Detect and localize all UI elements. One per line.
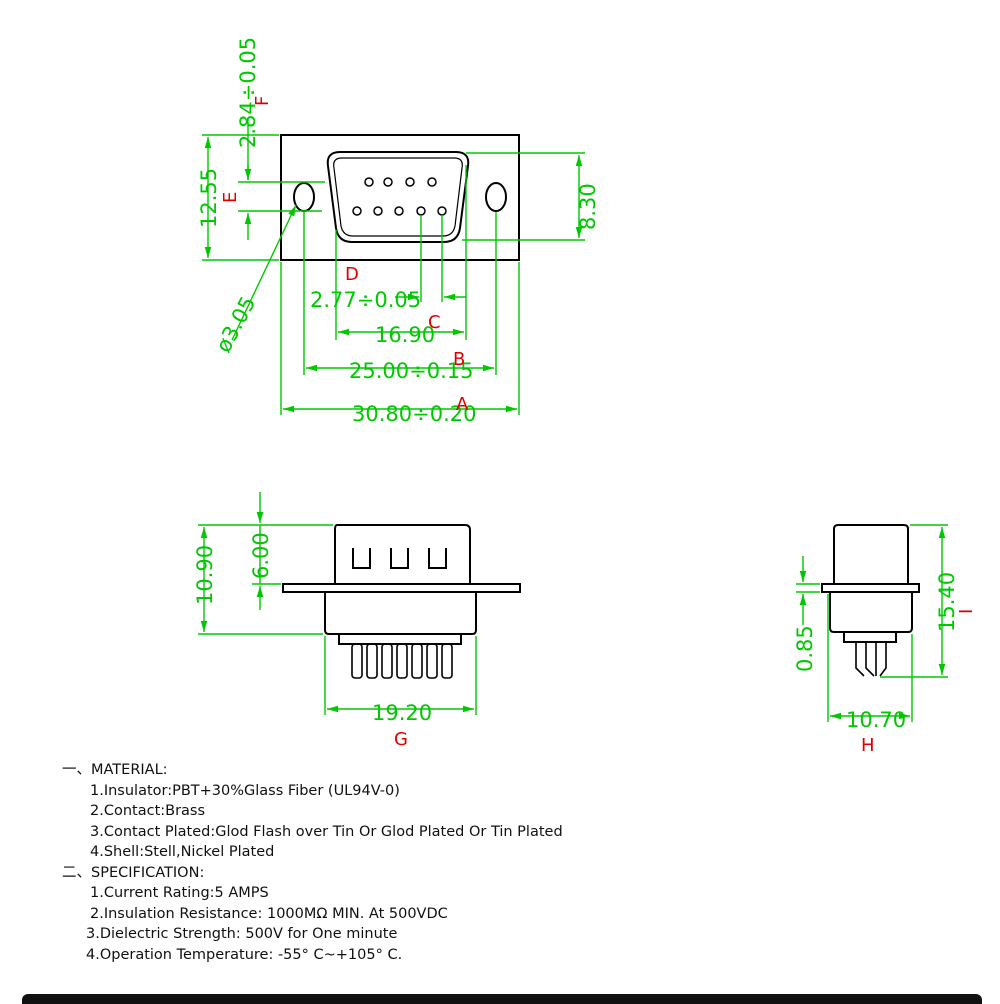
dim-a-text: 30.80÷0.20 <box>352 402 476 426</box>
dim-side-width-text: 10.70 <box>846 708 906 732</box>
mount-hole-right <box>485 182 507 212</box>
top-flange-outline <box>280 134 520 261</box>
top-dimension-lines <box>202 118 585 415</box>
label-h: H <box>861 735 875 756</box>
side-shell-outline <box>833 524 909 585</box>
pin-row-top <box>364 177 437 187</box>
label-i: I <box>956 609 977 614</box>
top-labels: A B C D E F <box>220 96 469 415</box>
top-shell-outline <box>326 151 470 243</box>
side-labels: H I <box>861 609 977 756</box>
dim-hole-text: ø3.05 <box>211 292 260 356</box>
dim-width-text: 19.20 <box>372 701 432 725</box>
front-dimension-texts: 10.90 6.00 19.20 <box>193 532 432 725</box>
side-dimension-texts: 15.40 0.85 10.70 <box>793 572 959 732</box>
dim-height-total-text: 10.90 <box>193 545 217 605</box>
label-c: C <box>428 312 441 333</box>
front-dimension-lines <box>198 492 477 715</box>
spec-item: 1.Current Rating:5 AMPS <box>90 885 269 901</box>
specification-heading: 二、SPECIFICATION: <box>62 864 205 881</box>
front-view: 10.90 6.00 19.20 G <box>193 492 521 750</box>
side-flange <box>821 583 920 593</box>
front-flange <box>282 583 521 593</box>
front-body <box>324 591 477 635</box>
dim-b-text: 25.00÷0.15 <box>349 359 473 383</box>
front-base <box>338 633 462 645</box>
side-view: 15.40 0.85 10.70 H I <box>793 524 977 756</box>
label-e: E <box>220 192 241 203</box>
label-f: F <box>252 96 273 106</box>
dim-d-text: 2.77÷0.05 <box>310 288 421 312</box>
label-a: A <box>456 394 469 415</box>
top-view: 30.80÷0.20 25.00÷0.15 16.90 2.77÷0.05 8.… <box>197 37 600 426</box>
spec-item: 3.Dielectric Strength: 500V for One minu… <box>86 926 398 942</box>
dim-side-height-text: 15.40 <box>935 572 959 632</box>
pin-row-bottom <box>352 206 447 216</box>
dim-height-upper-text: 6.00 <box>249 532 273 579</box>
front-pins <box>351 643 453 679</box>
front-pin-slots <box>352 548 447 569</box>
label-d: D <box>345 264 359 285</box>
side-base <box>843 631 897 643</box>
top-shell-inner <box>333 157 463 237</box>
dim-c-text: 16.90 <box>375 323 435 347</box>
dim-f-text: 2.84÷0.05 <box>236 37 260 148</box>
spec-item: 2.Insulation Resistance: 1000MΩ MIN. At … <box>90 905 448 922</box>
label-g: G <box>394 729 408 750</box>
front-shell-outline <box>334 524 471 585</box>
mount-hole-left <box>293 182 315 212</box>
material-item: 3.Contact Plated:Glod Flash over Tin Or … <box>90 823 563 840</box>
spec-block: 一、MATERIAL: 1.Insulator:PBT+30%Glass Fib… <box>62 760 762 965</box>
side-pins <box>855 642 887 677</box>
side-body <box>829 591 913 633</box>
dim-e-text: 12.55 <box>197 168 221 228</box>
material-heading: 一、MATERIAL: <box>62 762 168 778</box>
material-item: 2.Contact:Brass <box>90 803 206 819</box>
bottom-border <box>22 994 982 1004</box>
dim-height-text: 8.30 <box>576 183 600 230</box>
top-dimension-texts: 30.80÷0.20 25.00÷0.15 16.90 2.77÷0.05 8.… <box>197 37 600 426</box>
side-dimension-lines <box>796 524 948 722</box>
dim-flange-text: 0.85 <box>793 625 817 672</box>
material-item: 1.Insulator:PBT+30%Glass Fiber (UL94V-0) <box>90 782 400 799</box>
spec-item: 4.Operation Temperature: -55° C~+105° C. <box>86 946 403 963</box>
label-b: B <box>453 349 465 370</box>
material-item: 4.Shell:Stell,Nickel Plated <box>90 844 275 860</box>
